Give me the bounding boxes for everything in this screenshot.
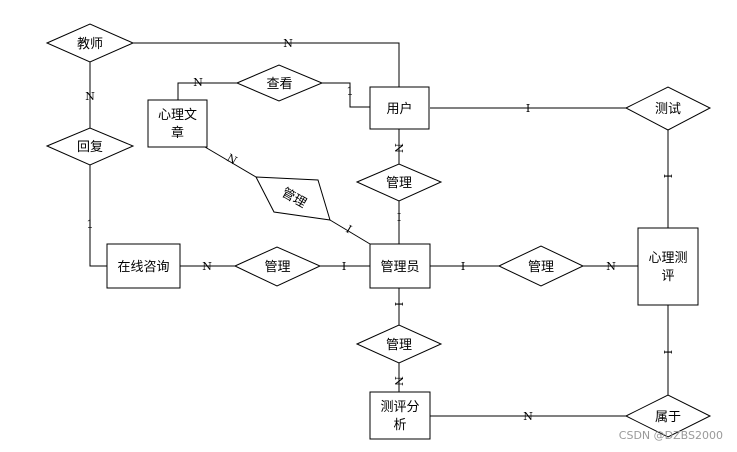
entity-analysis-label-line2: 析 (393, 418, 406, 433)
edge-view-article (177, 82, 237, 100)
card-admin-manage-right: I (461, 260, 465, 273)
entity-eval-label-line2: 评 (661, 269, 674, 284)
card-test-eval: I (661, 174, 674, 178)
card-manage-admin-top: I (397, 211, 401, 224)
relation-teacher-label: 教师 (77, 36, 103, 52)
entities: 用户 心理文 章 在线咨询 管理员 心理测 评 测评分 析 (106, 86, 699, 440)
card-user-manage: N (392, 143, 405, 153)
card-manage-admin-diag: I (344, 223, 354, 236)
card-manage-admin-left: I (342, 260, 346, 273)
relation-test-label: 测试 (655, 102, 681, 117)
relation-manage-analysis-label: 管理 (386, 338, 412, 353)
entity-analysis-label-line1: 测评分 (380, 400, 419, 415)
relation-manage-consult: 管理 (233, 246, 322, 287)
relation-view-label: 查看 (266, 76, 292, 92)
entity-eval-label-line1: 心理测 (648, 251, 687, 266)
card-reply-consult: 1 (87, 218, 94, 231)
relation-manage-eval: 管理 (497, 245, 585, 287)
card-teacher-reply: N (85, 90, 95, 103)
relation-manage-user-label: 管理 (386, 176, 412, 191)
edge-article-manage (204, 146, 257, 178)
entity-user-label: 用户 (386, 101, 412, 117)
entity-article-label-line1: 心理文 (158, 108, 197, 123)
relation-manage-consult-label: 管理 (264, 260, 290, 275)
edges (89, 42, 669, 417)
entity-consult: 在线咨询 (106, 243, 181, 289)
entity-analysis: 测评分 析 (369, 391, 431, 440)
card-view-user: 1 (347, 85, 354, 98)
entity-eval: 心理测 评 (637, 227, 699, 306)
entity-admin-label: 管理员 (380, 260, 419, 275)
watermark: CSDN @DZBS2000 (618, 429, 723, 442)
relation-view: 查看 (235, 64, 324, 102)
card-analysis-belong: N (523, 410, 533, 423)
relation-belong-label: 属于 (655, 410, 681, 425)
entity-article: 心理文 章 (147, 99, 208, 148)
edge-teacher-user (133, 42, 400, 87)
edge-reply-consult (89, 165, 107, 267)
relation-reply-label: 回复 (77, 140, 103, 155)
relation-reply: 回复 (45, 127, 135, 166)
edge-manage-admin-diag (329, 219, 371, 245)
card-admin-manage-bottom: I (392, 302, 405, 306)
entity-consult-label: 在线咨询 (117, 260, 169, 275)
entity-admin: 管理员 (369, 243, 431, 289)
relation-manage-eval-label: 管理 (528, 260, 554, 275)
edge-view-user (322, 82, 370, 108)
entity-article-label-line2: 章 (171, 125, 184, 141)
card-teacher-user: N (283, 37, 293, 50)
card-view-article: N (193, 76, 203, 89)
card-belong-eval: I (661, 350, 674, 354)
relations: 教师 查看 回复 测试 管理 管理 管理 管理 (45, 23, 712, 438)
card-article-manage: N (224, 151, 239, 167)
relation-test: 测试 (624, 86, 712, 131)
relation-belong: 属于 (624, 394, 712, 438)
relation-manage-analysis: 管理 (355, 324, 443, 364)
card-user-test: I (526, 102, 530, 115)
relation-manage-user: 管理 (355, 163, 443, 202)
card-manage-eval: N (606, 260, 616, 273)
card-consult-manage: N (202, 260, 212, 273)
relation-teacher: 教师 (45, 23, 135, 63)
card-manage-analysis: N (392, 376, 405, 386)
entity-user: 用户 (369, 86, 430, 130)
relation-manage-article: 管理 (255, 176, 331, 221)
